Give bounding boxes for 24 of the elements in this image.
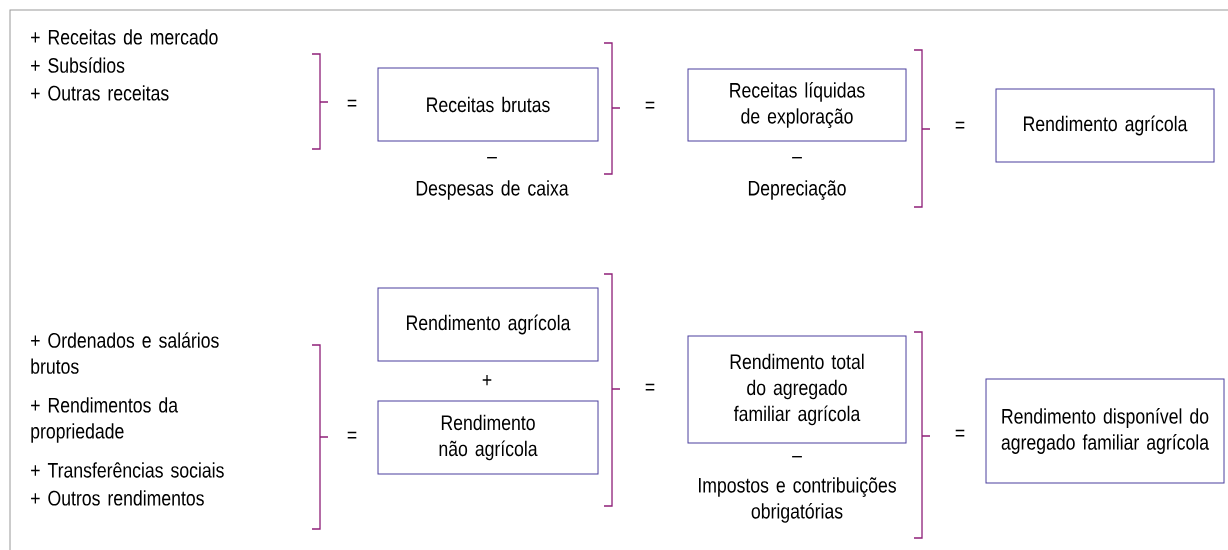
- list-item: + Rendimentos da propriedade: [31, 397, 179, 443]
- operator-sign: =: [955, 429, 965, 437]
- term-label: Despesas de caixa: [416, 180, 569, 200]
- list-item: + Subsídios: [31, 57, 125, 73]
- list-item: + Ordenados e salários brutos: [31, 332, 219, 374]
- list-item: + Outros rendimentos: [31, 490, 204, 506]
- box: Rendimento agrícola: [995, 88, 1215, 163]
- box: Rendimento agrícola: [377, 287, 599, 362]
- operator-sign: =: [955, 121, 965, 129]
- term-label: Impostos e contribuições obrigatórias: [699, 477, 896, 523]
- operator-sign: =: [347, 99, 357, 107]
- operator-sign: =: [645, 383, 655, 391]
- box: Rendimento disponível do agregado familiar agrícola: [985, 378, 1225, 484]
- list-item: + Outras receitas: [31, 85, 169, 101]
- list-item: + Transferências sociais: [31, 462, 224, 478]
- list-item: + Receitas de mercado: [31, 29, 218, 45]
- operator-sign: =: [645, 101, 655, 109]
- box: Receitas líquidas de exploração: [687, 68, 907, 142]
- term-label: Depreciação: [748, 180, 846, 200]
- operator-sign: +: [482, 374, 492, 386]
- operator-sign: =: [347, 431, 357, 439]
- box: Rendimento total do agregado familiar agrícola: [687, 335, 907, 444]
- box: Receitas brutas: [377, 67, 599, 142]
- box: Rendimento não agrícola: [377, 400, 599, 475]
